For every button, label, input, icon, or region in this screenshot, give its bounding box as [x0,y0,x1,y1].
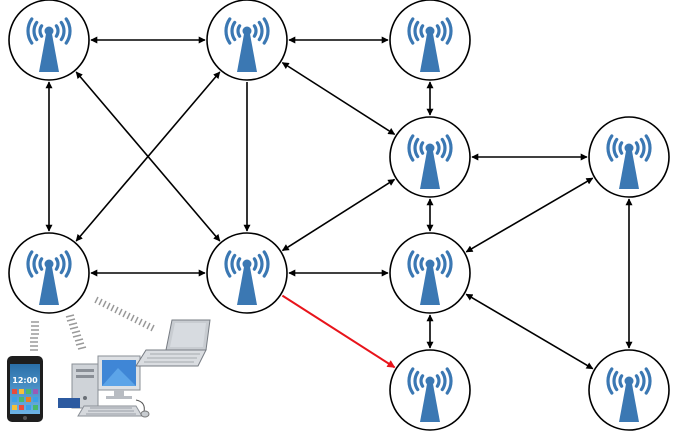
wireless-antenna-icon [26,17,72,72]
link-n6-n8 [281,294,396,369]
access-point-node-n2 [206,0,288,81]
access-point-node-n5 [8,232,90,314]
desktop-computer-icon [58,355,150,418]
network-links [45,36,633,370]
signal-dashes-smartphone [30,321,39,351]
access-point-node-n6 [206,232,288,314]
laptop-icon [135,319,211,367]
smartphone-clock: 12:00 [12,376,38,385]
wireless-antenna-icon [606,367,652,422]
link-n4-n6 [281,178,396,252]
link-n2-n5 [75,71,221,242]
network-nodes [8,0,670,431]
access-point-node-n9 [588,116,670,198]
link-n7-n9 [465,177,594,253]
wireless-antenna-icon [407,250,453,305]
signal-dashes-laptop [94,296,155,332]
link-n7-n10 [465,293,594,370]
access-point-node-n1 [8,0,90,81]
access-point-node-n3 [389,0,471,81]
access-point-node-n8 [389,349,471,431]
wireless-antenna-icon [407,134,453,189]
smartphone-icon: 12:00 [7,356,43,422]
wireless-antenna-icon [606,134,652,189]
wireless-antenna-icon [224,17,270,72]
wireless-antenna-icon [407,367,453,422]
access-point-node-n10 [588,349,670,431]
signal-dashes-desktop [65,314,87,350]
access-point-node-n7 [389,232,471,314]
wireless-antenna-icon [407,17,453,72]
wireless-antenna-icon [26,250,72,305]
wireless-antenna-icon [224,250,270,305]
client-signal-links [30,296,155,351]
link-n2-n4 [281,61,396,136]
access-point-node-n4 [389,116,471,198]
